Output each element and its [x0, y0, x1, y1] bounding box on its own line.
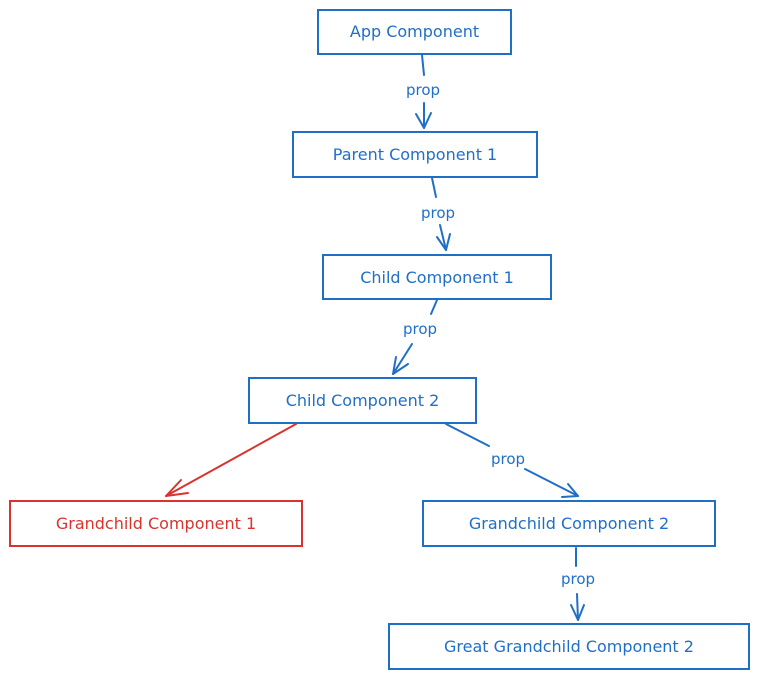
edge-child1-to-child2: [392, 299, 438, 375]
edge-line: [439, 224, 447, 251]
edge-child2-to-grandchild2: [445, 423, 579, 498]
node-label: Grandchild Component 2: [469, 514, 669, 533]
edge-line: [445, 423, 490, 447]
node-box: [292, 131, 538, 178]
node-label: App Component: [350, 22, 479, 41]
edge-line: [421, 54, 425, 76]
node-box: [317, 9, 512, 55]
edge-line: [431, 177, 437, 198]
edge-label-app-parent1: prop: [406, 81, 440, 99]
node-grandchild-component-1[interactable]: Grandchild Component 1: [9, 500, 303, 547]
node-child-component-1[interactable]: Child Component 1: [322, 254, 552, 300]
edge-line: [524, 468, 579, 497]
node-box: [388, 623, 750, 670]
edge-line: [392, 343, 413, 375]
edge-label-grandchild2-greatgrandchild2: prop: [561, 570, 595, 588]
node-label: Parent Component 1: [333, 145, 497, 164]
node-label: Grandchild Component 1: [56, 514, 256, 533]
node-box: [322, 254, 552, 300]
node-box: [422, 500, 716, 547]
arrowhead-icon: [392, 356, 409, 375]
edge-child2-to-grandchild1: [165, 423, 297, 497]
arrowhead-icon: [570, 604, 585, 621]
node-grandchild-component-2[interactable]: Grandchild Component 2: [422, 500, 716, 547]
edge-line: [576, 593, 579, 621]
edge-line: [430, 299, 438, 315]
node-child-component-2[interactable]: Child Component 2: [248, 377, 477, 424]
edge-grandchild2-to-greatgrandchild2: [570, 547, 585, 621]
arrowhead-icon: [415, 112, 432, 129]
node-app-component[interactable]: App Component: [317, 9, 512, 55]
arrowhead-icon: [436, 233, 451, 251]
node-parent-component-1[interactable]: Parent Component 1: [292, 131, 538, 178]
node-label: Child Component 2: [286, 391, 440, 410]
edge-parent1-to-child1: [431, 177, 451, 251]
edge-label-parent1-child1: prop: [421, 204, 455, 222]
edge-line: [165, 423, 297, 497]
edge-label-child2-grandchild2: prop: [491, 450, 525, 468]
node-box: [9, 500, 303, 547]
node-box: [248, 377, 477, 424]
node-label: Great Grandchild Component 2: [444, 637, 694, 656]
node-great-grandchild-component-2[interactable]: Great Grandchild Component 2: [388, 623, 750, 670]
arrowhead-icon: [165, 479, 189, 497]
edge-app-to-parent1: [415, 54, 432, 129]
node-label: Child Component 1: [360, 268, 514, 287]
edge-label-child1-child2: prop: [403, 320, 437, 338]
arrowhead-icon: [561, 483, 579, 498]
